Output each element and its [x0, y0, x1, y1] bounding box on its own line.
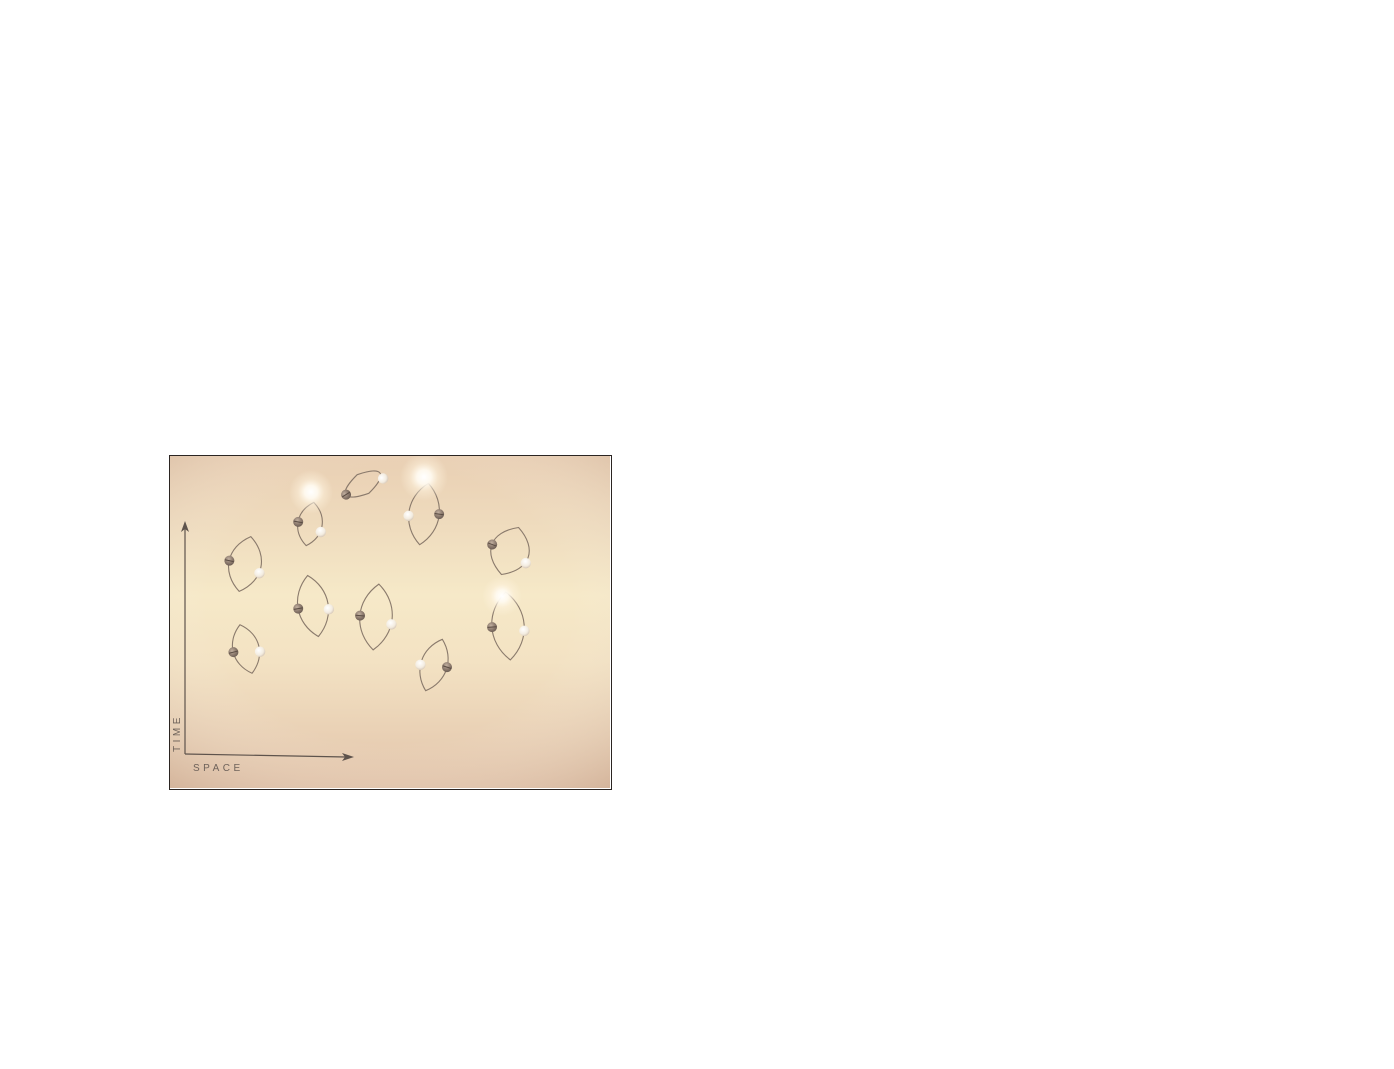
particle-loop-icon	[415, 638, 452, 692]
particle-loop-icon	[341, 470, 389, 500]
annihilation-flash-icon	[400, 456, 448, 501]
loop-path	[297, 501, 323, 547]
particle-light	[315, 526, 326, 538]
loop-path	[297, 574, 329, 638]
annihilation-flash-icon	[482, 576, 522, 616]
particle-light	[254, 567, 265, 579]
particle-loop-icon	[487, 526, 532, 576]
particle-loop-icon	[293, 501, 326, 547]
particle-light	[254, 646, 266, 657]
particle-dark-band	[442, 665, 452, 669]
loop-path	[490, 526, 530, 576]
particle-light	[377, 473, 389, 484]
virtual-particle-spacetime-diagram: SPACE TIME	[169, 455, 612, 790]
time-axis-arrow-icon	[181, 521, 189, 532]
particle-dark-band	[228, 650, 238, 654]
loop-path	[228, 535, 262, 593]
particle-light	[386, 619, 397, 630]
time-axis-label: TIME	[172, 714, 183, 752]
particle-dark-band	[293, 520, 303, 524]
particle-dark-band	[293, 607, 303, 610]
loop-path	[359, 583, 393, 651]
particle-dark-band	[434, 512, 444, 516]
particle-dark-band	[487, 542, 497, 547]
particle-dark-band	[224, 559, 234, 563]
space-axis-arrow-icon	[342, 753, 354, 761]
particle-loop-icon	[228, 624, 266, 674]
particle-dark-band	[341, 491, 351, 498]
particle-dark-band	[487, 626, 497, 628]
space-axis-line	[184, 753, 347, 758]
loop-path	[344, 470, 382, 498]
particle-light	[520, 557, 532, 569]
particle-dark-band	[355, 614, 365, 617]
axes: SPACE TIME	[172, 521, 354, 774]
space-axis-label: SPACE	[193, 763, 244, 774]
annihilation-flash-icon	[289, 470, 333, 514]
particle-light	[415, 659, 426, 670]
particle-loop-icon	[355, 583, 397, 651]
diagram-canvas: SPACE TIME	[170, 456, 610, 788]
particle-light	[323, 604, 335, 615]
particle-loops	[224, 470, 532, 692]
loop-path	[231, 624, 261, 674]
annihilation-flashes	[289, 456, 522, 616]
particle-loop-icon	[293, 574, 335, 638]
particle-loop-icon	[403, 482, 445, 546]
loop-path	[408, 482, 440, 546]
particle-loop-icon	[224, 535, 265, 593]
particle-light	[403, 510, 414, 522]
loop-path	[419, 638, 449, 692]
particle-light	[519, 625, 530, 637]
